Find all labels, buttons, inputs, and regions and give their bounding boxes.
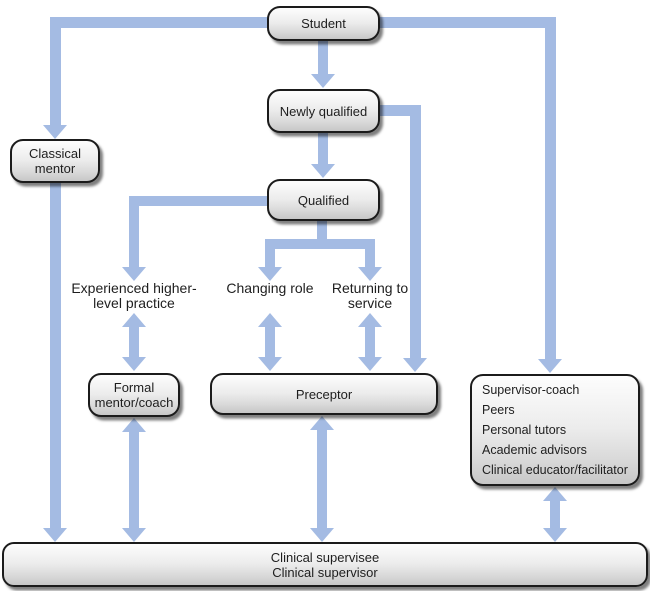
node-newly-qualified: Newly qualified xyxy=(267,89,380,133)
node-newly-qualified-label: Newly qualified xyxy=(279,103,368,119)
arrow-experienced-formal-uphead xyxy=(122,313,146,327)
arrow-returning-preceptor-uphead xyxy=(358,313,382,327)
support-role-academic-advisors: Academic advisors xyxy=(482,443,587,457)
label-changing-line2: role xyxy=(290,280,314,296)
node-formal-mentor: Formal mentor/coach xyxy=(88,373,180,417)
node-classical-mentor: Classical mentor xyxy=(10,139,100,183)
arrow-support-bottom-downhead xyxy=(543,528,567,542)
arrow-newly-qualified-vline xyxy=(318,132,328,166)
label-returning-line1: Returning xyxy=(331,280,393,296)
arrow-returning-preceptor-shaft xyxy=(365,325,375,359)
arrow-preceptor-bottom-shaft xyxy=(317,428,327,529)
node-qualified-label: Qualified xyxy=(297,192,350,208)
support-role-supervisor-coach: Supervisor-coach xyxy=(482,383,580,397)
label-changing-line1: Changing xyxy=(226,280,287,296)
arrow-formal-bottom-downhead xyxy=(122,528,146,542)
label-returning-line2: to service xyxy=(347,280,409,311)
node-support-roles: Supervisor-coach Peers Personal tutors A… xyxy=(470,374,640,486)
arrow-student-classical-vline xyxy=(50,17,61,126)
node-formal-mentor-line2: mentor/coach xyxy=(94,395,174,410)
arrow-classical-bottom-head xyxy=(43,528,67,542)
arrow-qualified-experienced-vline xyxy=(129,196,139,269)
arrow-qualified-branch-bar xyxy=(265,239,375,249)
arrow-changing-preceptor-downhead xyxy=(258,357,282,371)
arrow-newly-preceptor-head xyxy=(403,358,427,372)
arrow-returning-preceptor-downhead xyxy=(358,357,382,371)
arrow-student-classical-hline xyxy=(50,17,268,28)
node-qualified: Qualified xyxy=(267,179,380,221)
arrow-changing-preceptor-uphead xyxy=(258,313,282,327)
node-preceptor: Preceptor xyxy=(210,373,438,415)
arrow-student-newly-head xyxy=(311,74,335,88)
arrow-changing-preceptor-shaft xyxy=(265,325,275,359)
arrow-student-newly-vline xyxy=(318,40,328,76)
label-experienced-line2: higher-level practice xyxy=(93,280,197,311)
arrow-student-support-head xyxy=(538,359,562,373)
node-classical-mentor-line1: Classical xyxy=(28,146,81,161)
support-role-peers: Peers xyxy=(482,403,515,417)
arrow-experienced-formal-downhead xyxy=(122,357,146,371)
node-student: Student xyxy=(267,6,380,41)
arrow-branch-returning-head xyxy=(358,267,382,281)
node-clinical-supervision-line1: Clinical supervisee xyxy=(270,549,380,565)
node-student-label: Student xyxy=(301,16,346,31)
arrow-branch-changing-vline xyxy=(265,239,275,269)
label-experienced-practice: Experienced higher-level practice xyxy=(60,281,208,310)
arrow-formal-bottom-shaft xyxy=(129,430,139,529)
support-role-personal-tutors: Personal tutors xyxy=(482,423,567,437)
label-changing-role: Changing role xyxy=(225,281,315,296)
label-returning-to-service: Returning to service xyxy=(324,281,416,310)
arrow-newly-qualified-head xyxy=(311,164,335,178)
node-clinical-supervision: Clinical supervisee Clinical supervisor xyxy=(2,542,648,587)
arrow-student-support-vline xyxy=(545,17,556,361)
node-classical-mentor-line2: mentor xyxy=(34,161,76,176)
label-experienced-line1: Experienced xyxy=(71,280,150,296)
arrow-branch-changing-head xyxy=(258,267,282,281)
arrow-formal-bottom-uphead xyxy=(122,418,146,432)
arrow-support-bottom-uphead xyxy=(543,487,567,501)
arrow-preceptor-bottom-downhead xyxy=(310,528,334,542)
arrow-branch-returning-vline xyxy=(365,239,375,269)
node-clinical-supervision-line2: Clinical supervisor xyxy=(272,564,378,580)
arrow-newly-preceptor-hline xyxy=(378,105,421,116)
node-formal-mentor-line1: Formal xyxy=(113,380,155,395)
arrow-qualified-branch-stub xyxy=(317,220,327,241)
arrow-experienced-formal-shaft xyxy=(129,325,139,359)
arrow-student-classical-head xyxy=(43,125,67,139)
arrow-student-support-hline xyxy=(378,17,556,28)
arrow-qualified-experienced-hline xyxy=(129,196,268,206)
arrow-support-bottom-shaft xyxy=(550,499,560,529)
arrow-newly-preceptor-vline xyxy=(410,105,421,360)
arrow-qualified-experienced-head xyxy=(122,267,146,281)
arrow-preceptor-bottom-uphead xyxy=(310,416,334,430)
node-preceptor-label: Preceptor xyxy=(295,386,353,402)
arrow-classical-bottom-vline xyxy=(50,181,61,529)
support-role-clinical-educator: Clinical educator/facilitator xyxy=(482,463,628,477)
